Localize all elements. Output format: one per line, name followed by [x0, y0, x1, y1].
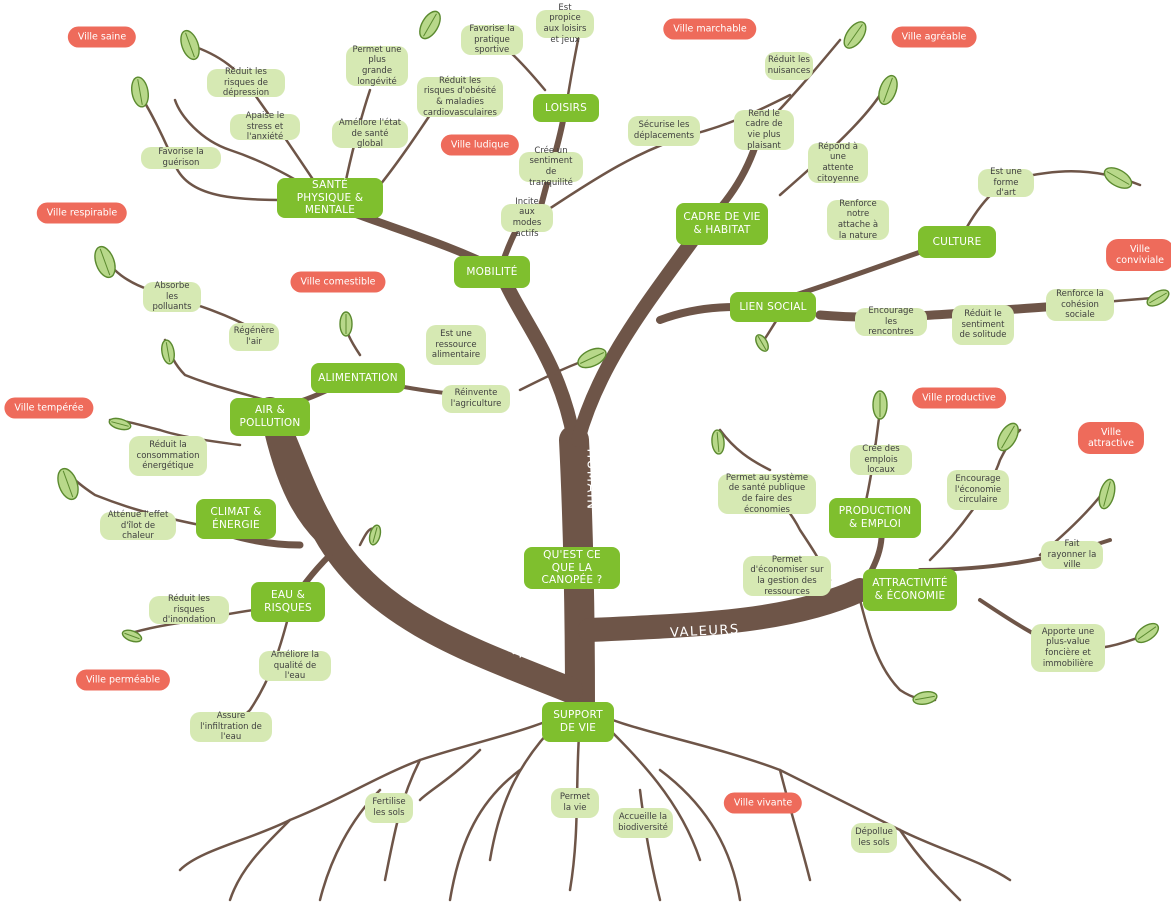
tag-ville-attractive: Ville attractive	[1077, 422, 1145, 454]
tag-ville-permeable: Ville perméable	[75, 669, 171, 691]
sub-node: Crée des emplois locaux	[850, 444, 912, 475]
tag-ville-respirable: Ville respirable	[36, 202, 128, 224]
leaf-icon	[577, 347, 607, 369]
leaf-icon	[1098, 478, 1116, 510]
sub-node: Encourage les rencontres	[855, 306, 927, 337]
sub-node: Réduit le sentiment de solitude	[952, 305, 1014, 345]
tag-ville-ludique: Ville ludique	[440, 134, 520, 156]
leaf-icon	[997, 422, 1019, 452]
sub-node: Réinvente l'agriculture	[442, 385, 510, 413]
tag-ville-saine: Ville saine	[67, 26, 137, 48]
sub-node: Atténue l'effet d'îlot de chaleur	[100, 510, 176, 541]
node-culture: CULTURE	[918, 226, 996, 258]
sub-node: Réduit les risques d'obésité & maladies …	[417, 76, 503, 118]
node-sante: SANTÉ PHYSIQUE & MENTALE	[277, 178, 383, 218]
leaf-icon	[368, 524, 382, 546]
node-eau: EAU & RISQUES	[251, 582, 325, 622]
tag-ville-vivante: Ville vivante	[723, 792, 803, 814]
sub-node: Favorise la guérison	[141, 147, 221, 169]
leaf-icon	[108, 417, 132, 431]
node-production: PRODUCTION & EMPLOI	[829, 498, 921, 538]
sub-node: Fertilise les sols	[365, 793, 413, 823]
sub-node: Réduit les risques de dépression	[207, 67, 285, 98]
tag-ville-comestible: Ville comestible	[290, 271, 386, 293]
leaf-icon	[878, 74, 898, 106]
node-climat: CLIMAT & ÉNERGIE	[196, 499, 276, 539]
branch-label-human: HUMAIN	[583, 448, 599, 511]
sub-node: Répond à une attente citoyenne	[808, 142, 868, 184]
sub-node: Crée un sentiment de tranquilité	[519, 146, 583, 188]
sub-node: Régénère l'air	[229, 323, 279, 351]
leaf-icon	[161, 339, 175, 365]
center-question-node: QU'EST CE QUE LA CANOPÉE ?	[524, 547, 620, 589]
tag-ville-productive: Ville productive	[912, 387, 1006, 409]
sub-node: Renforce la cohésion sociale	[1046, 289, 1114, 321]
sub-node: Est une ressource alimentaire	[426, 325, 486, 365]
leaf-icon	[1134, 622, 1160, 644]
sub-node: Assure l'infiltration de l'eau	[190, 711, 272, 742]
sub-node: Favorise la pratique sportive	[461, 24, 523, 55]
tag-ville-conviviale: Ville conviviale	[1106, 239, 1171, 271]
support-node: SUPPORT DE VIE	[542, 702, 614, 742]
sub-node: Réduit la consommation énergétique	[129, 436, 207, 476]
leaf-icon	[180, 29, 200, 61]
tag-ville-agreable: Ville agréable	[891, 26, 977, 48]
sub-node: Permet au système de santé publique de f…	[718, 473, 816, 515]
leaf-icon	[339, 311, 353, 337]
node-attractivite: ATTRACTIVITÉ & ÉCONOMIE	[863, 569, 957, 611]
leaf-icon	[1103, 167, 1133, 189]
sub-node: Fait rayonner la ville	[1041, 539, 1103, 570]
node-air: AIR & POLLUTION	[230, 398, 310, 436]
sub-node: Sécurise les déplacements	[628, 116, 700, 146]
sub-node: Absorbe les polluants	[143, 281, 201, 312]
leaf-icon	[131, 76, 149, 108]
leaf-icon	[912, 691, 938, 705]
node-loisirs: LOISIRS	[533, 94, 599, 122]
sub-node: Accueille la biodiversité	[613, 808, 673, 838]
sub-node: Apporte une plus-value foncière et immob…	[1031, 624, 1105, 672]
leaf-icon	[711, 429, 725, 455]
leaf-icon	[419, 10, 441, 40]
sub-node: Permet une plus grande longévité	[346, 45, 408, 87]
sub-node: Permet d'économiser sur la gestion des r…	[743, 555, 831, 597]
node-mobilite: MOBILITÉ	[454, 256, 530, 288]
sub-node: Réduit les nuisances	[765, 52, 813, 80]
leaf-icon	[121, 629, 143, 643]
sub-node: Réduit les risques d'inondation	[149, 594, 229, 625]
sub-node: Rend le cadre de vie plus plaisant	[734, 109, 794, 151]
leaves	[57, 10, 1170, 705]
sub-node: Améliore la qualité de l'eau	[259, 650, 331, 681]
sub-node: Renforce notre attache à la nature	[827, 199, 889, 241]
node-lien: LIEN SOCIAL	[730, 292, 816, 322]
twigs	[68, 28, 1162, 902]
node-alimentation: ALIMENTATION	[311, 363, 405, 393]
sub-node: Dépollue les sols	[851, 823, 897, 853]
sub-node: Encourage l'économie circulaire	[947, 470, 1009, 510]
sub-node: Permet la vie	[551, 788, 599, 818]
sub-node: Apaise le stress et l'anxiété	[230, 111, 300, 142]
leaf-icon	[843, 21, 867, 49]
leaf-icon	[872, 390, 888, 420]
leaf-icon	[755, 334, 769, 352]
sub-node: Est une forme d'art	[978, 167, 1034, 198]
sub-node: Améliore l'état de santé global	[332, 118, 408, 149]
sub-node: Incite aux modes actifs	[501, 197, 553, 239]
leaf-icon	[94, 245, 116, 279]
node-cadre: CADRE DE VIE & HABITAT	[676, 203, 768, 245]
sub-node: Est propice aux loisirs et jeux	[536, 3, 594, 45]
tag-ville-marchable: Ville marchable	[663, 18, 757, 40]
leaf-icon	[57, 467, 79, 501]
tag-ville-temperee: Ville tempérée	[4, 397, 94, 419]
leaf-icon	[1146, 289, 1170, 307]
